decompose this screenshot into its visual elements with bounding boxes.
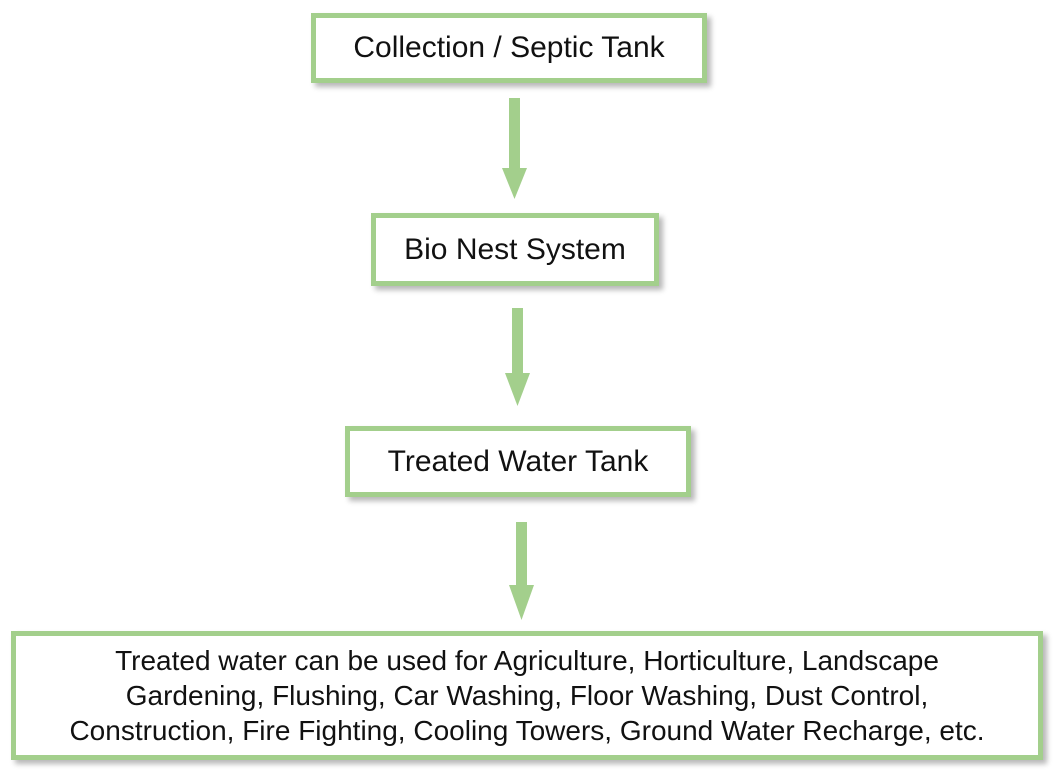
node-label: Bio Nest System: [404, 232, 626, 266]
uses-line: Treated water can be used for Agricultur…: [115, 645, 939, 676]
uses-line: Gardening, Flushing, Car Washing, Floor …: [125, 680, 929, 711]
collection-septic-tank-node: Collection / Septic Tank: [311, 13, 707, 83]
bio-nest-system-node: Bio Nest System: [371, 213, 659, 286]
treated-water-tank-node: Treated Water Tank: [345, 426, 691, 497]
arrow-collection-to-bionest: [502, 98, 527, 199]
arrow-treated-to-uses: [509, 522, 534, 620]
node-label: Treated Water Tank: [387, 444, 649, 478]
node-label: Collection / Septic Tank: [353, 31, 665, 64]
uses-line: Construction, Fire Fighting, Cooling Tow…: [69, 715, 985, 746]
arrow-bionest-to-treated: [505, 308, 530, 406]
uses-text: Treated water can be used for Agricultur…: [69, 643, 984, 748]
treated-water-uses-node: Treated water can be used for Agricultur…: [11, 631, 1043, 760]
